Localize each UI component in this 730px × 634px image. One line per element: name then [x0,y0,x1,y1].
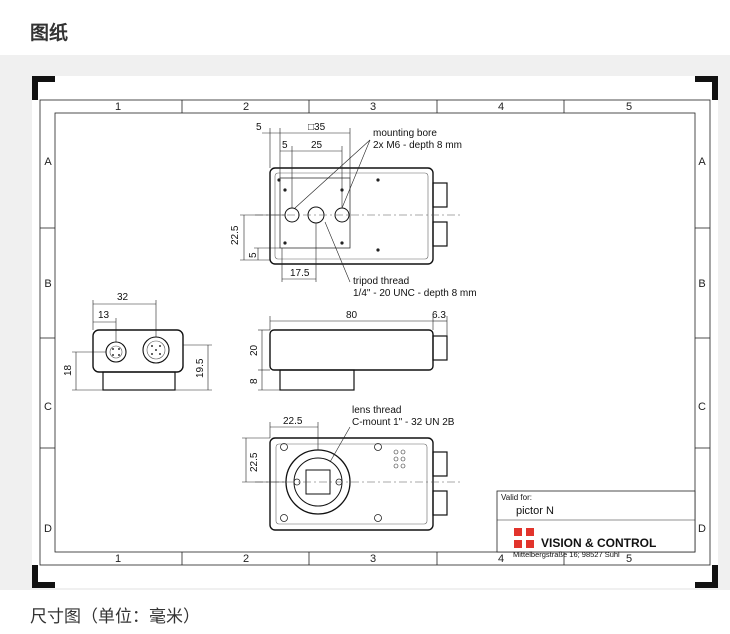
grid-ticks [40,100,710,565]
dim-offset-5-vertical: 5 [248,252,259,258]
dim-base-8: 8 [249,378,260,384]
dim-height-22-5: 22.5 [230,225,241,245]
dim-width-32: 32 [117,292,129,303]
dim-connector-6-3: 6.3 [432,310,446,321]
col-label-bottom-3: 3 [370,553,376,565]
title-block: Valid for: pictor N VISION & CONTROL Mit… [496,490,696,559]
corner-marks [32,76,718,588]
outer-border [39,99,711,566]
col-label-bottom-4: 4 [498,553,504,565]
dim-offset-17-5: 17.5 [290,268,310,279]
top-connector-2 [432,221,448,247]
row-label-left-c: C [44,401,52,413]
row-label-left-a: A [44,156,52,168]
title-product: pictor N [516,505,554,517]
col-label-top-4: 4 [498,101,504,113]
mount-plate-outline [279,177,351,249]
title-valid-for-label: Valid for: [501,493,532,502]
dim-lens-offset-vertical: 22.5 [249,452,260,472]
lens-view-body [269,437,434,531]
title-company: VISION & CONTROL [541,536,656,550]
note-lens-line1: lens thread [352,405,401,416]
note-lens-line2: C-mount 1" - 32 UN 2B [352,417,455,428]
lens-view-connector-2 [432,490,448,516]
dim-length-80: 80 [346,310,358,321]
front-view-base [102,371,176,391]
row-label-right-d: D [698,523,706,535]
side-view-base [279,369,355,391]
dim-inner-5: 5 [282,140,288,151]
note-tripod-line1: tripod thread [353,276,409,287]
dim-height-19-5: 19.5 [195,358,206,378]
corner-mark-tl [32,76,55,100]
dim-offset-5: 5 [256,122,262,133]
dim-lens-offset-horizontal: 22.5 [283,416,303,427]
dim-height-18: 18 [63,364,74,376]
side-connector [432,335,448,361]
side-view: 80 6.3 20 8 [249,310,448,391]
row-label-right-a: A [698,156,706,168]
top-view-inner-outline [274,172,429,260]
front-view: 32 13 18 19.5 [63,292,212,391]
dim-height-20: 20 [249,344,260,356]
row-label-left-b: B [44,278,51,290]
title-address: Mittelbergstraße 16; 98527 Suhl [513,550,620,559]
col-label-bottom-1: 1 [115,553,121,565]
col-label-bottom-5: 5 [626,553,632,565]
note-tripod-line2: 1/4" - 20 UNC - depth 8 mm [353,288,477,299]
top-view: 5 □35 5 25 22.5 5 17.5 mounting bore 2x … [230,122,477,299]
row-label-right-c: C [698,401,706,413]
corner-mark-tr [695,76,718,100]
col-label-top-3: 3 [370,101,376,113]
dim-offset-13: 13 [98,310,110,321]
col-label-top-1: 1 [115,101,121,113]
corner-mark-bl [32,565,55,588]
lens-view-connector-1 [432,451,448,477]
dim-spacing-25: 25 [311,140,323,151]
corner-mark-br [695,565,718,588]
col-label-bottom-2: 2 [243,553,249,565]
company-logo-icon [514,528,534,548]
led-indicator-grid [393,449,406,469]
row-label-right-b: B [698,278,705,290]
inner-border [54,112,696,553]
top-connector-1 [432,182,448,208]
dim-width-35: □35 [308,122,326,133]
page-caption: 尺寸图（单位：毫米） [30,607,200,627]
top-view-body [269,167,434,265]
page-heading: 图纸 [30,22,69,44]
col-label-top-2: 2 [243,101,249,113]
lens-view: 22.5 22.5 lens thread C-mount 1" - 32 UN… [242,405,462,531]
col-label-top-5: 5 [626,101,632,113]
note-mounting-line1: mounting bore [373,128,437,139]
row-label-left-d: D [44,523,52,535]
note-mounting-line2: 2x M6 - depth 8 mm [373,140,462,151]
